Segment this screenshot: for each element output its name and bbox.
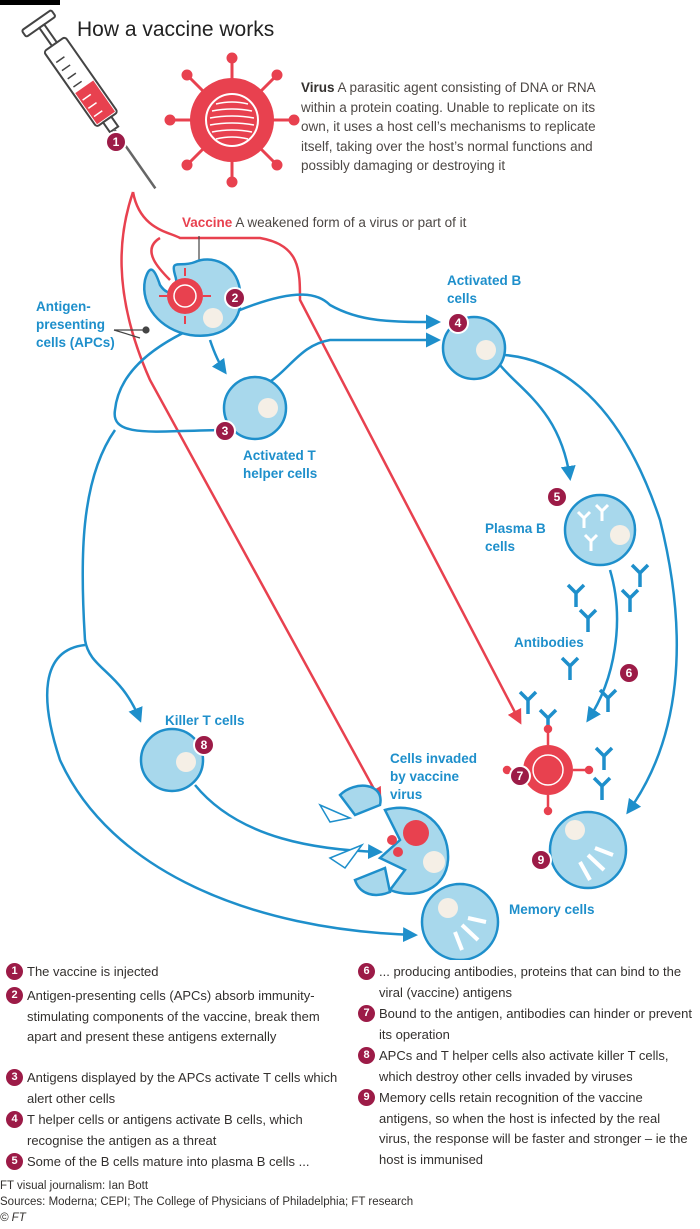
label-invaded-cells: Cells invaded by vaccine virus <box>390 751 478 802</box>
antibodies-icon <box>518 563 650 800</box>
step-badge-7: 7 <box>509 765 531 787</box>
legend-text-7: Bound to the antigen, antibodies can hin… <box>379 1006 692 1042</box>
legend-text-4: T helper cells or antigens activate B ce… <box>27 1112 303 1148</box>
legend-item-9: 9 Memory cells retain recognition of the… <box>358 1088 694 1170</box>
label-activated-b: Activated B cells <box>447 273 522 306</box>
page-title: How a vaccine works <box>77 18 275 41</box>
legend-number-2: 2 <box>6 987 23 1004</box>
legend-text-6: ... producing antibodies, proteins that … <box>379 964 682 1000</box>
legend-item-1: 1 The vaccine is injected <box>6 962 346 983</box>
legend-number-5: 5 <box>6 1153 23 1170</box>
step-badge-5: 5 <box>546 486 568 508</box>
vaccine-definition: Vaccine A weakened form of a virus or pa… <box>182 215 466 230</box>
vaccine-diagram <box>21 9 678 960</box>
label-activated-t: Activated T helper cells <box>243 448 318 481</box>
vaccine-definition-text: A weakened form of a virus or part of it <box>235 215 467 230</box>
legend-number-7: 7 <box>358 1005 375 1022</box>
legend-item-8: 8 APCs and T helper cells also activate … <box>358 1046 694 1087</box>
label-killer-t: Killer T cells <box>165 713 245 728</box>
apc-cell-icon <box>142 258 243 338</box>
legend-item-5: 5 Some of the B cells mature into plasma… <box>6 1152 346 1173</box>
t-helper-cell-icon <box>222 375 288 441</box>
memory-cell-icon-1 <box>548 810 628 890</box>
ft-top-bar <box>0 0 60 5</box>
label-antibodies: Antibodies <box>514 635 584 650</box>
legend-item-4: 4 T helper cells or antigens activate B … <box>6 1110 346 1151</box>
step-badge-4: 4 <box>447 312 469 334</box>
legend-item-3: 3 Antigens displayed by the APCs activat… <box>6 1068 346 1109</box>
legend-number-9: 9 <box>358 1089 375 1106</box>
legend-number-3: 3 <box>6 1069 23 1086</box>
label-apc: Antigen-presenting cells (APCs) <box>36 299 115 350</box>
killer-t-cell-icon <box>139 727 205 793</box>
credit-copyright: © FT <box>0 1212 26 1224</box>
step-badge-3: 3 <box>214 420 236 442</box>
credit-byline: FT visual journalism: Ian Bott <box>0 1180 149 1192</box>
legend-item-2: 2 Antigen-presenting cells (APCs) absorb… <box>6 986 346 1048</box>
vaccine-term: Vaccine <box>182 215 233 230</box>
virus-definition: Virus A parasitic agent consisting of DN… <box>301 78 601 176</box>
legend-number-4: 4 <box>6 1111 23 1128</box>
credit-sources: Sources: Moderna; CEPI; The College of P… <box>0 1196 414 1208</box>
virus-term: Virus <box>301 80 335 95</box>
invaded-cell-icon <box>318 784 450 897</box>
legend-text-5: Some of the B cells mature into plasma B… <box>27 1154 310 1169</box>
step-badge-6: 6 <box>618 662 640 684</box>
legend-number-6: 6 <box>358 963 375 980</box>
legend-number-1: 1 <box>6 963 23 980</box>
legend-item-7: 7 Bound to the antigen, antibodies can h… <box>358 1004 694 1045</box>
legend-text-3: Antigens displayed by the APCs activate … <box>27 1070 338 1106</box>
step-badge-8: 8 <box>193 734 215 756</box>
legend-text-8: APCs and T helper cells also activate ki… <box>379 1048 669 1084</box>
label-plasma-b: Plasma B cells <box>485 521 546 554</box>
legend-text-2: Antigen-presenting cells (APCs) absorb i… <box>27 988 320 1044</box>
legend-number-8: 8 <box>358 1047 375 1064</box>
legend-text-1: The vaccine is injected <box>27 964 159 979</box>
step-badge-1: 1 <box>105 131 127 153</box>
legend-item-6: 6 ... producing antibodies, proteins tha… <box>358 962 694 1003</box>
neutralised-virus-icon <box>502 724 594 816</box>
virus-icon <box>164 52 300 188</box>
plasma-b-cell-icon <box>563 493 637 567</box>
step-badge-2: 2 <box>224 287 246 309</box>
virus-definition-text: A parasitic agent consisting of DNA or R… <box>301 80 596 173</box>
memory-cell-icon-2 <box>420 882 500 960</box>
label-memory-cells: Memory cells <box>509 902 595 917</box>
legend-text-9: Memory cells retain recognition of the v… <box>379 1090 688 1167</box>
syringe-icon <box>21 9 157 190</box>
step-badge-9: 9 <box>530 849 552 871</box>
